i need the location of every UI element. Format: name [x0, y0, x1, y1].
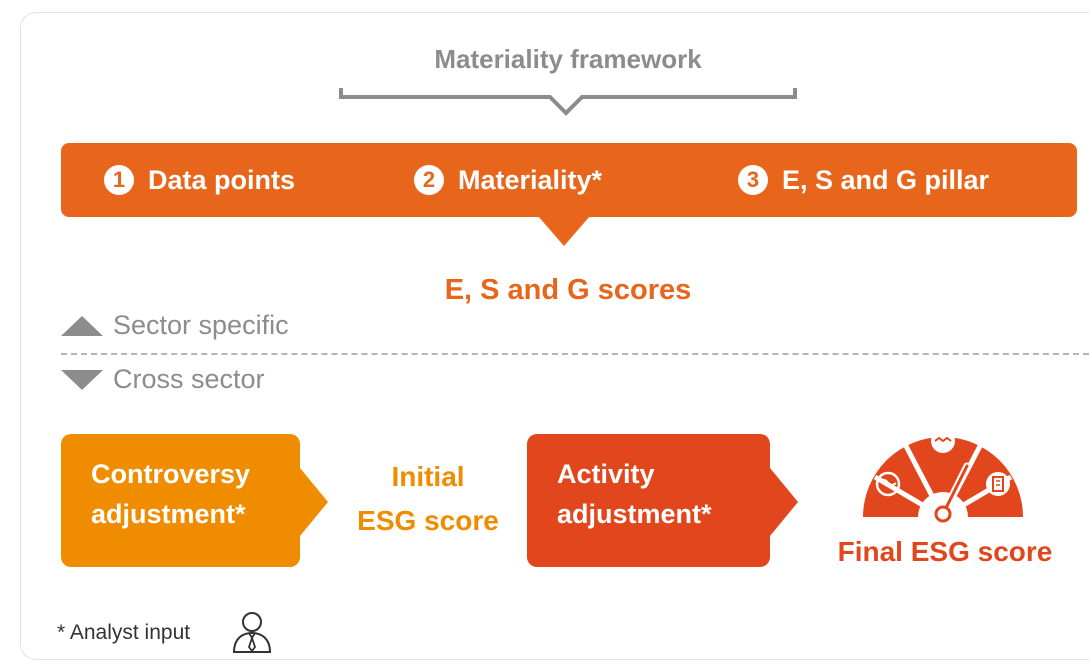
step-label: Data points [148, 164, 296, 195]
sector-divider [61, 353, 1089, 355]
activity-arrow [770, 468, 798, 536]
initial-line2: ESG score [357, 505, 499, 536]
handshake-icon [931, 429, 955, 453]
scores-label: E, S and G scores [444, 274, 692, 306]
initial-line1: Initial [391, 461, 465, 492]
step-number-1-icon: 1 [104, 165, 134, 195]
final-esg-score: Final ESG score [837, 536, 1053, 567]
gauge-icon [863, 429, 1023, 523]
activity-line1: Activity [557, 459, 655, 489]
activity-line2: adjustment* [557, 499, 712, 529]
controversy-arrow [300, 468, 328, 536]
initial-esg-score: Initial ESG score [328, 455, 528, 543]
step-number-2-icon: 2 [414, 165, 444, 195]
analyst-icon [232, 612, 272, 653]
activity-adjustment-box: Activity adjustment* [527, 434, 770, 567]
step-label: E, S and G pillar [782, 164, 990, 195]
framework-title: Materiality framework [434, 44, 702, 74]
triangle-down-icon [61, 369, 103, 390]
step-number-3-icon: 3 [738, 165, 768, 195]
cross-sector-label: Cross sector [113, 364, 265, 394]
sector-specific: Sector specific [61, 310, 289, 341]
steps-banner [61, 143, 1077, 217]
step-label: Materiality* [458, 164, 603, 195]
step-pillar: 3 E, S and G pillar [738, 143, 989, 217]
controversy-line2: adjustment* [91, 499, 246, 529]
building-icon [986, 472, 1010, 496]
cross-sector: Cross sector [61, 364, 265, 395]
analyst-note: * Analyst input [57, 621, 191, 644]
triangle-up-icon [61, 315, 103, 336]
sector-specific-label: Sector specific [113, 310, 289, 340]
banner-pointer [538, 216, 590, 246]
globe-icon [875, 471, 901, 497]
step-materiality: 2 Materiality* [414, 143, 602, 217]
step-data-points: 1 Data points [104, 143, 295, 217]
framework-bracket [339, 88, 797, 116]
controversy-line1: Controversy [91, 459, 251, 489]
controversy-adjustment-box: Controversy adjustment* [61, 434, 300, 567]
